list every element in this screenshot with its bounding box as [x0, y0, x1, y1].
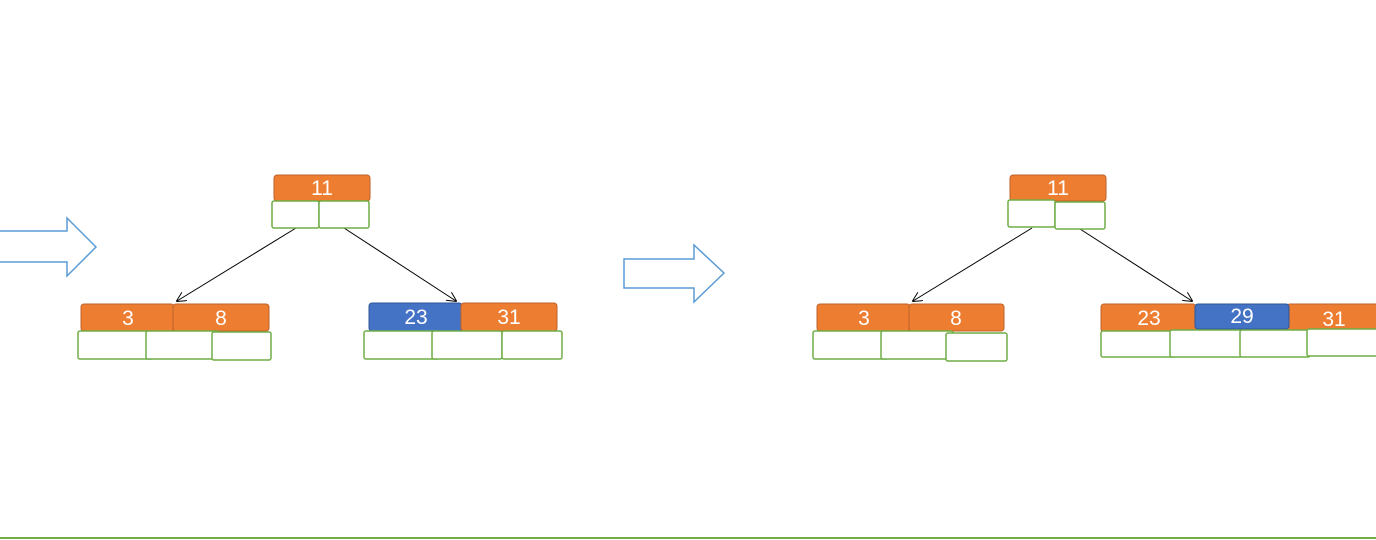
edge-root-left: [913, 227, 1033, 301]
pointer-slot: [211, 331, 272, 361]
pointer-slot: [145, 330, 220, 360]
pointer-slot: [1169, 329, 1243, 358]
transition-arrow-between: [623, 243, 726, 304]
key-label: 11: [311, 177, 333, 200]
key-label: 8: [950, 307, 962, 330]
pointer-slot: [1306, 328, 1376, 357]
pointer-slot: [945, 332, 1008, 362]
transition-arrow-in: [0, 216, 98, 278]
key-label: 29: [1230, 305, 1253, 328]
key-label: 3: [858, 307, 870, 330]
pointer-slot: [1239, 329, 1311, 358]
pointer-slot: [318, 200, 370, 229]
pointer-slot: [431, 330, 503, 360]
root-node: 11: [271, 174, 371, 229]
edge-root-right: [343, 227, 456, 301]
key-cell: [1009, 174, 1107, 202]
left-child-node: 3 8: [812, 303, 1008, 362]
key-label: 23: [1137, 307, 1160, 330]
key-label: 31: [497, 306, 520, 329]
key-label: 8: [215, 307, 227, 330]
left-child-node: 3 8: [77, 303, 272, 361]
key-label: 3: [122, 307, 134, 330]
pointer-slot: [1007, 199, 1056, 228]
key-cell: [908, 303, 1005, 332]
key-label: 11: [1047, 177, 1069, 200]
pointer-slot: [77, 330, 154, 360]
pointer-slot: [880, 330, 954, 360]
root-node: 11: [1007, 174, 1107, 230]
pointer-slot: [271, 200, 320, 229]
pointer-slot: [1054, 201, 1106, 230]
key-label: 31: [1322, 308, 1345, 331]
key-cell-highlight: [1194, 303, 1290, 330]
right-child-node: 23 31: [363, 302, 563, 360]
key-cell: [172, 303, 270, 332]
pointer-slot: [1100, 330, 1176, 358]
right-child-node: 23 31 29: [1100, 303, 1376, 358]
pointer-slot: [501, 330, 563, 360]
pointer-slot: [812, 330, 889, 360]
edge-root-left: [177, 227, 297, 301]
tree-after: 11 3 8 23 31 29: [812, 174, 1376, 362]
tree-before: 11 3 8 23 31: [77, 174, 563, 361]
edge-root-right: [1079, 228, 1192, 301]
pointer-slot: [363, 330, 440, 360]
key-label: 23: [404, 306, 427, 329]
